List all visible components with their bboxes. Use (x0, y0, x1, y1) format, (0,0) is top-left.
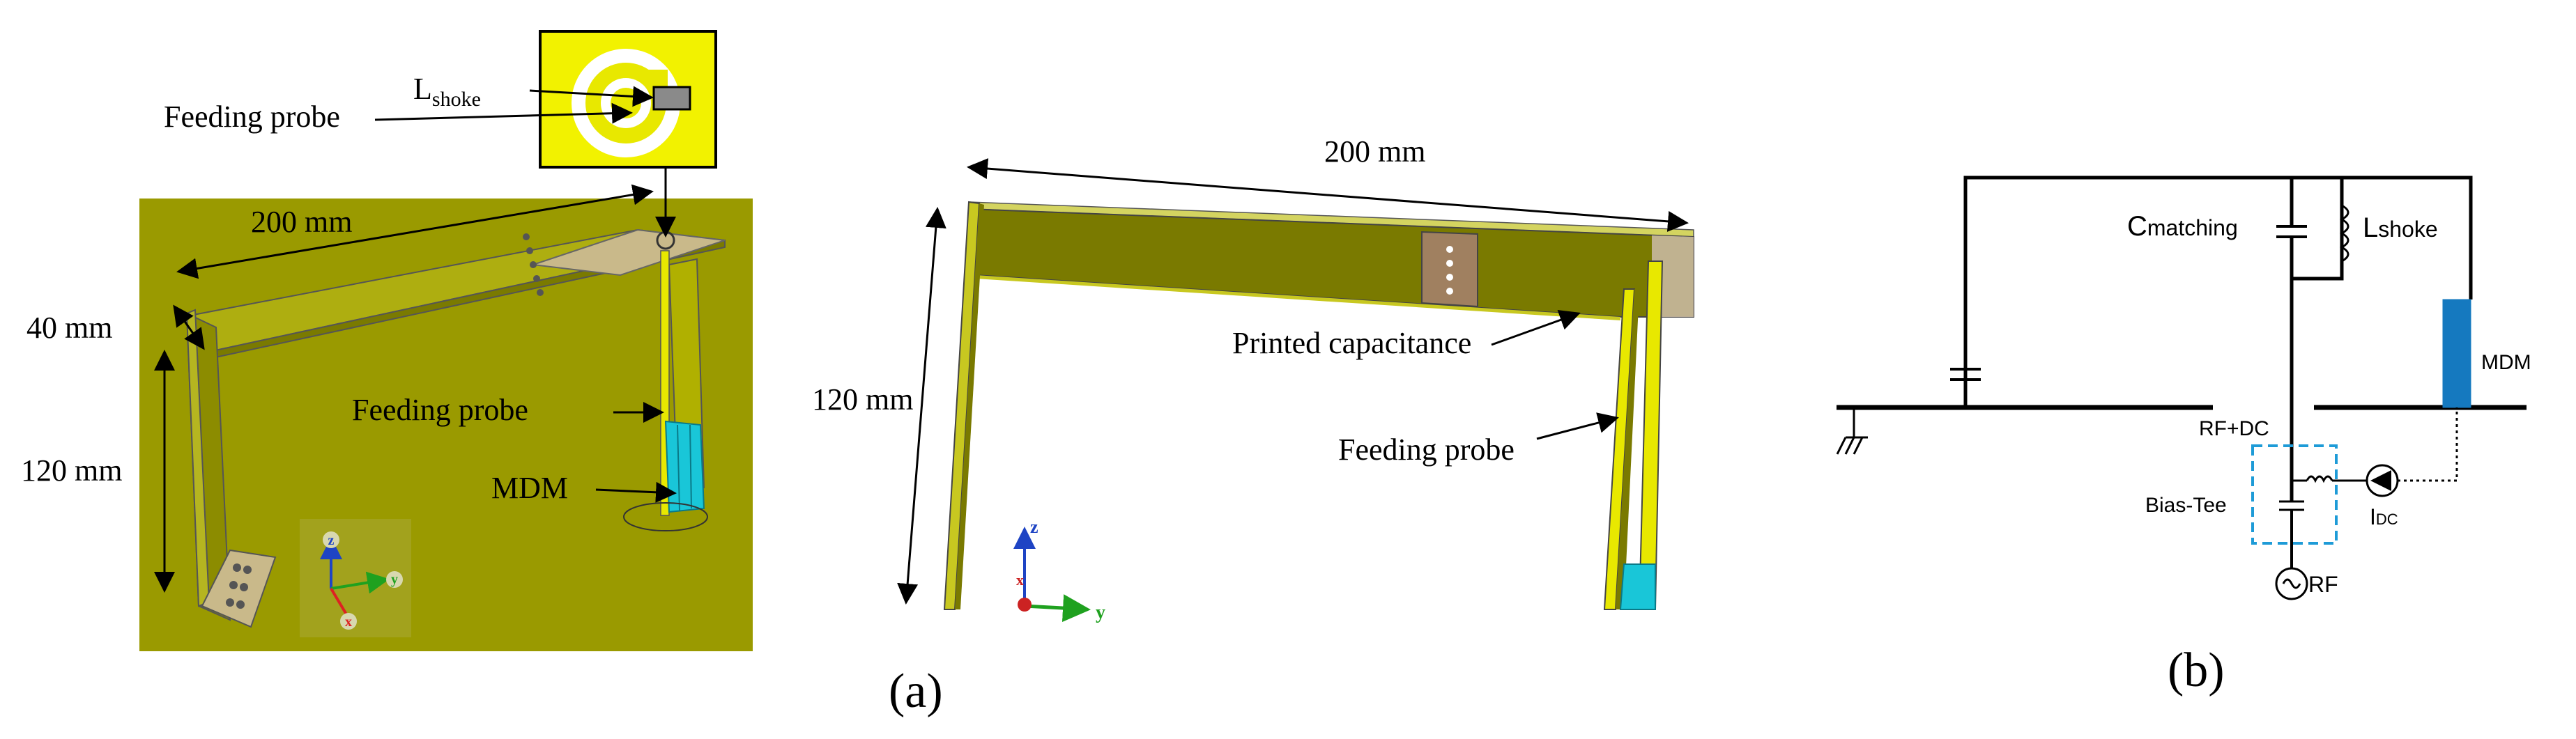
inset-top-view (539, 30, 717, 169)
axis-z-label-right: z (1030, 517, 1038, 537)
arm-bottom-edge (976, 275, 1620, 320)
dim-200-arrow (176, 184, 654, 279)
dim-40-arrow (173, 304, 205, 350)
label-idc: IDC (2370, 504, 2398, 529)
rv-label-dim-120: 120 mm (812, 382, 913, 417)
axis-y-label: y (391, 572, 398, 587)
rf-source (2275, 567, 2308, 600)
label-lshoke-circuit: Lshoke (2363, 212, 2438, 243)
feeding-probe-top-arrow (374, 102, 633, 124)
label-cmatching: Cmatching (2127, 211, 2238, 242)
right-view-mdm (1619, 563, 1656, 610)
bias-tee-box (2251, 444, 2338, 545)
caption-a: (a) (889, 664, 943, 718)
panel-b-circuit (1836, 176, 2527, 600)
base-plate-holes (226, 563, 252, 609)
arm-copper-end (1652, 235, 1694, 317)
rv-dim-120-arrow (897, 207, 946, 605)
mdm-arrow (595, 481, 677, 503)
label-printed-capacitance: Printed capacitance (1232, 326, 1471, 360)
axis-x-label-right: x (1016, 571, 1024, 589)
lshoke-component (652, 86, 691, 111)
rv-dim-200-arrow (967, 158, 1689, 232)
bias-tee-inductor (2306, 475, 2333, 483)
capacitance-dots (1446, 246, 1453, 295)
caption-b: (b) (2168, 644, 2225, 697)
dc-dotted-line (2398, 407, 2458, 482)
label-rf: RF (2308, 572, 2338, 597)
label-feeding-probe-top: Feeding probe (164, 100, 340, 134)
lshoke-branch (2292, 176, 2344, 281)
label-dim-200: 200 mm (251, 205, 352, 239)
axes-triad-left: z y x (300, 519, 411, 637)
label-mdm-circuit: MDM (2481, 351, 2531, 374)
mdm-block (664, 420, 705, 513)
right-view-left-leg-inner (955, 203, 984, 609)
lshoke-arrow (529, 86, 654, 107)
label-lshoke: Lshoke (413, 72, 481, 111)
panel-a-right-view: z y x 200 mm 120 mm Printed capacitance … (812, 134, 1694, 718)
base-plate (201, 549, 277, 628)
label-mdm: MDM (491, 471, 568, 505)
ground-disc (623, 502, 708, 531)
right-view-probe-inner (1616, 289, 1639, 609)
axes-triad-right: z y x (1013, 517, 1105, 623)
label-dim-120: 120 mm (21, 453, 122, 488)
label-feeding-probe-mid: Feeding probe (352, 393, 528, 427)
printed-capacitance-pad (1421, 231, 1478, 308)
panel-b-labels: Cmatching Lshoke MDM RF+DC Bias-Tee IDC … (2127, 211, 2531, 697)
mdm-block-circuit (2442, 299, 2471, 408)
label-rf-dc: RF+DC (2199, 417, 2269, 440)
printed-capacitance-arrow (1491, 310, 1581, 346)
ground-symbol (1836, 407, 1868, 455)
axis-x-label: x (345, 614, 352, 630)
axis-y-label-right: y (1096, 602, 1105, 623)
label-dim-40: 40 mm (26, 311, 112, 345)
rv-feeding-probe-arrow (1536, 412, 1619, 440)
rv-label-dim-200: 200 mm (1324, 134, 1425, 169)
top-wire (1963, 176, 2473, 407)
axis-z-label: z (328, 533, 335, 548)
label-bias-tee: Bias-Tee (2145, 494, 2227, 517)
panel-a-left-view: z y x Feeding probe Lshoke 200 mm 40 (21, 30, 753, 651)
rv-label-feeding-probe: Feeding probe (1338, 433, 1515, 467)
lshoke-coil (2339, 204, 2349, 263)
